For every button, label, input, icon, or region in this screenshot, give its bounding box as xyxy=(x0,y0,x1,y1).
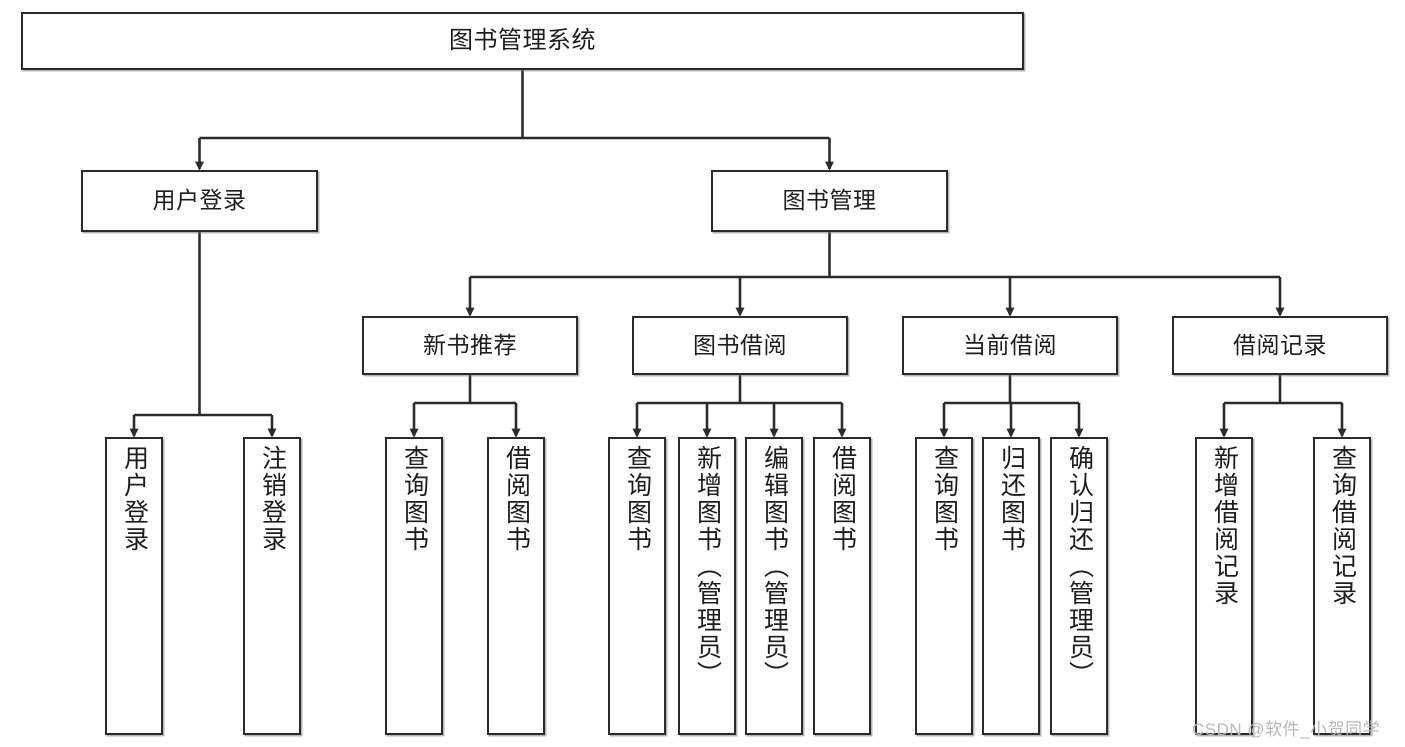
csdn-watermark: CSDN @软件_小贺同学 xyxy=(1192,720,1381,739)
node-label: 查询图书 xyxy=(400,445,429,553)
node-label: 新增图书（管理员） xyxy=(693,445,722,688)
node-label: 查询借阅记录 xyxy=(1328,445,1357,607)
node-label: 借阅记录 xyxy=(1233,331,1327,358)
node-newbook[interactable]: 新书推荐 xyxy=(362,316,578,375)
node-leaf-bo-borrow[interactable]: 借阅图书 xyxy=(813,437,871,735)
node-leaf-cu-query[interactable]: 查询图书 xyxy=(915,437,973,735)
node-label: 图书借阅 xyxy=(693,331,787,358)
node-label: 确认归还（管理员） xyxy=(1065,445,1094,688)
node-leaf-nb-query[interactable]: 查询图书 xyxy=(385,437,443,735)
node-leaf-re-query[interactable]: 查询借阅记录 xyxy=(1313,437,1371,735)
node-label: 借阅图书 xyxy=(502,445,531,553)
node-bookmgmt[interactable]: 图书管理 xyxy=(711,170,948,232)
node-leaf-nb-borrow[interactable]: 借阅图书 xyxy=(487,437,545,735)
node-leaf-bo-add[interactable]: 新增图书（管理员） xyxy=(678,437,736,735)
node-leaf-bo-query[interactable]: 查询图书 xyxy=(608,437,666,735)
node-leaf-user-login[interactable]: 用户登录 xyxy=(105,437,163,735)
node-records[interactable]: 借阅记录 xyxy=(1172,316,1388,375)
node-leaf-bo-edit[interactable]: 编辑图书（管理员） xyxy=(745,437,803,735)
node-label: 当前借阅 xyxy=(963,331,1057,358)
node-label: 借阅图书 xyxy=(828,445,857,553)
node-leaf-user-logout[interactable]: 注销登录 xyxy=(243,437,301,735)
node-label: 新增借阅记录 xyxy=(1210,445,1239,607)
node-label: 注销登录 xyxy=(258,445,287,553)
node-label: 图书管理系统 xyxy=(449,26,596,54)
node-borrow[interactable]: 图书借阅 xyxy=(632,316,848,375)
node-label: 图书管理 xyxy=(782,187,877,214)
node-label: 用户登录 xyxy=(120,445,149,553)
node-label: 编辑图书（管理员） xyxy=(760,445,789,688)
node-current[interactable]: 当前借阅 xyxy=(902,316,1118,375)
node-label: 查询图书 xyxy=(623,445,652,553)
node-leaf-cu-return[interactable]: 归还图书 xyxy=(982,437,1040,735)
node-label: 用户登录 xyxy=(152,187,247,214)
node-leaf-re-add[interactable]: 新增借阅记录 xyxy=(1195,437,1253,735)
node-leaf-cu-confirm[interactable]: 确认归还（管理员） xyxy=(1050,437,1108,735)
node-root[interactable]: 图书管理系统 xyxy=(21,12,1024,70)
node-label: 查询图书 xyxy=(930,445,959,553)
node-login[interactable]: 用户登录 xyxy=(81,170,318,232)
node-label: 新书推荐 xyxy=(423,331,517,358)
node-label: 归还图书 xyxy=(997,445,1026,553)
